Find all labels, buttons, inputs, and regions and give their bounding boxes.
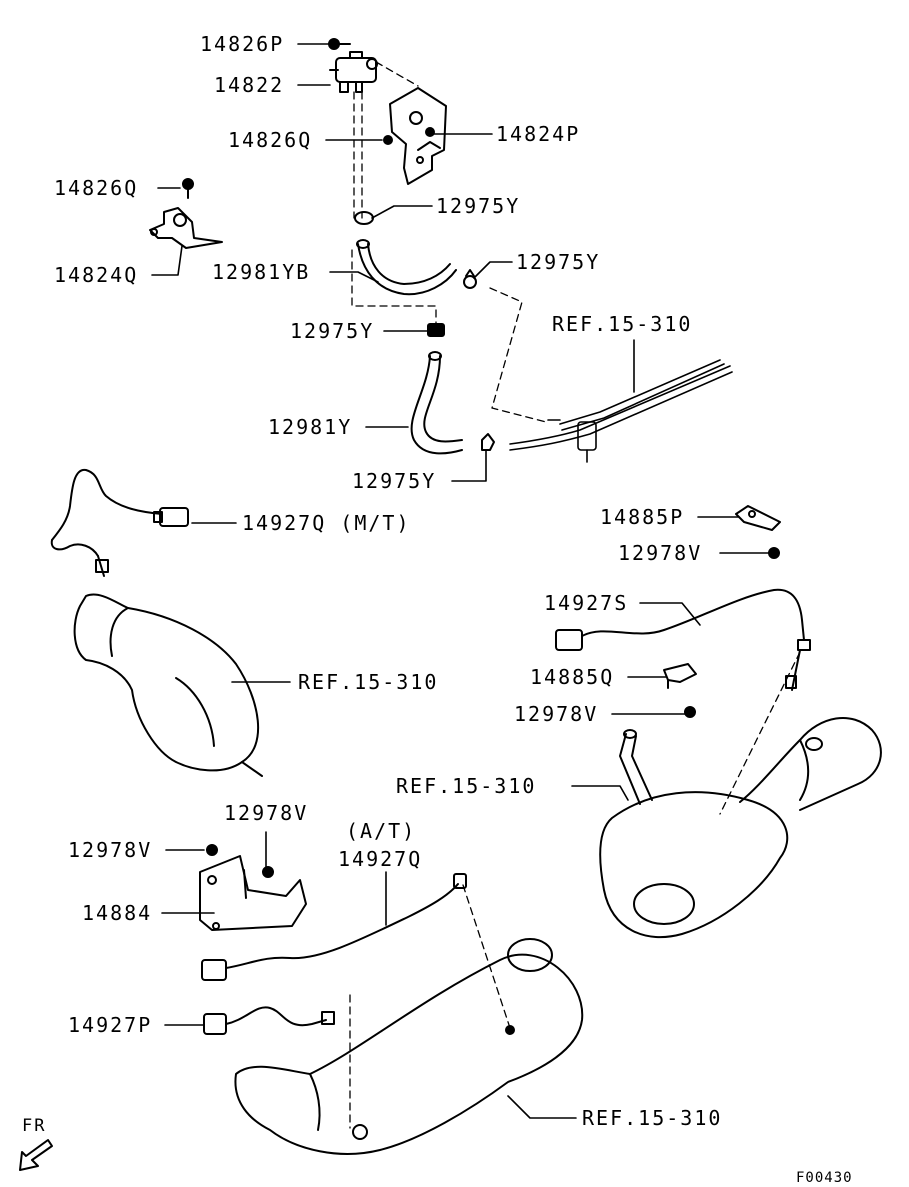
- label-14927S: 14927S: [544, 591, 629, 615]
- label-14824P: 14824P: [496, 122, 581, 146]
- bracket-14824Q: [149, 207, 223, 249]
- bolt-14826Q: [182, 178, 194, 199]
- hose-12981YB: [356, 239, 457, 296]
- label-14927P: 14927P: [68, 1013, 153, 1037]
- catalytic-converter: [73, 593, 263, 777]
- sensor-14927Q-mt: [50, 468, 189, 577]
- label-12981YB: 12981YB: [212, 260, 311, 284]
- bracket-14885Q: [663, 663, 697, 689]
- bracket-14824P: [383, 87, 447, 185]
- label-ref-fuel-lines: REF.15-310: [552, 312, 693, 336]
- clamp-12975Y-bottom: [481, 433, 495, 451]
- label-12975Y-bottom: 12975Y: [352, 469, 437, 493]
- leader-lines: [151, 43, 771, 1119]
- hose-12981Y: [410, 351, 463, 455]
- label-14927Q-at: 14927Q: [338, 847, 423, 871]
- label-14824Q: 14824Q: [54, 263, 139, 287]
- bolt-12978V-c: [206, 844, 218, 856]
- exhaust-pipe-bottom: [234, 938, 584, 1155]
- bolt-12978V-d: [262, 866, 274, 878]
- bolt-12978V-a: [768, 547, 780, 559]
- clamp-12975Y-mid: [427, 323, 445, 337]
- fuel-lines: [509, 359, 733, 463]
- muffler-right: [599, 716, 882, 939]
- bolt-12978V-b: [684, 706, 696, 718]
- label-12981Y: 12981Y: [268, 415, 353, 439]
- label-14885Q: 14885Q: [530, 665, 615, 689]
- label-12978V-right-upper: 12978V: [618, 541, 703, 565]
- front-arrow-icon: [19, 1139, 53, 1171]
- label-ref-catalytic: REF.15-310: [298, 670, 439, 694]
- bolt-14826P: [328, 38, 351, 50]
- label-14885P: 14885P: [600, 505, 685, 529]
- label-14822: 14822: [214, 73, 285, 97]
- sensor-14927Q-at: [201, 873, 467, 981]
- label-14826P: 14826P: [200, 32, 285, 56]
- label-12975Y-mid: 12975Y: [290, 319, 375, 343]
- label-at-note: (A/T): [346, 819, 417, 843]
- label-ref-muffler: REF.15-310: [396, 774, 537, 798]
- label-14884: 14884: [82, 901, 153, 925]
- sensor-14927S: [555, 588, 811, 691]
- sensor-14927P: [203, 1006, 335, 1035]
- label-14927Q-mt: 14927Q (M/T): [242, 511, 411, 535]
- label-14826Q-left: 14826Q: [54, 176, 139, 200]
- label-12978V-bracket-top: 12978V: [224, 801, 309, 825]
- label-fr: FR: [22, 1116, 47, 1136]
- label-12975Y-top: 12975Y: [436, 194, 521, 218]
- bracket-14885P: [735, 505, 781, 531]
- label-ref-exhaust: REF.15-310: [582, 1106, 723, 1130]
- label-12975Y-right: 12975Y: [516, 250, 601, 274]
- clamp-12975Y-top: [354, 211, 374, 225]
- bracket-14884: [199, 855, 307, 931]
- purge-solenoid: [329, 51, 378, 93]
- label-12978V-right-lower: 12978V: [514, 702, 599, 726]
- label-14826Q-upper: 14826Q: [228, 128, 313, 152]
- figure-code: F00430: [796, 1170, 853, 1186]
- clamp-12975Y-right: [463, 269, 477, 289]
- label-12978V-bracket-left: 12978V: [68, 838, 153, 862]
